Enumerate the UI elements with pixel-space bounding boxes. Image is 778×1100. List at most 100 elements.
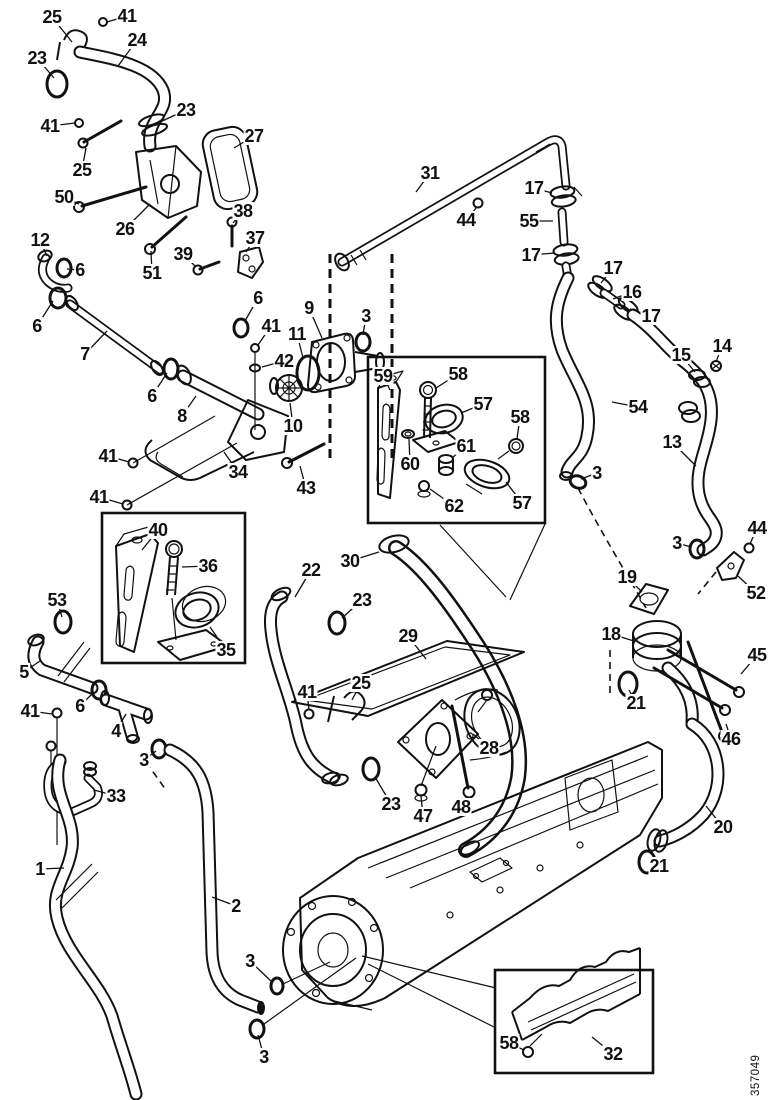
leader-line-23	[341, 599, 363, 619]
leader-line-57	[505, 481, 523, 504]
bracket-37-bolts	[192, 216, 264, 279]
leader-line-30	[349, 551, 380, 562]
leader-line-26	[124, 203, 151, 230]
leader-line-5	[23, 660, 41, 673]
leader-line-41	[98, 496, 124, 505]
leader-line-48	[460, 796, 469, 808]
leader-line-40	[141, 529, 159, 551]
clamp-detail-parts	[376, 370, 524, 499]
leader-line-3	[143, 750, 157, 761]
leader-line-39	[182, 253, 197, 268]
water-pump-assembly	[232, 317, 385, 469]
leader-line-16	[612, 291, 633, 300]
leader-line-23	[159, 109, 187, 123]
gasket-29	[291, 640, 525, 717]
leader-line-47	[420, 795, 424, 817]
leader-line-25	[351, 682, 362, 701]
leader-line-25	[51, 16, 73, 43]
leader-line-23	[374, 776, 392, 805]
dashed-locator-lines	[328, 254, 394, 462]
inset-box-shield-detail	[493, 968, 655, 1075]
leader-line-42	[261, 360, 285, 368]
leader-line-24	[117, 39, 138, 67]
leader-line-6	[36, 300, 54, 327]
leader-line-6	[66, 268, 81, 271]
leader-line-27	[233, 135, 255, 149]
leader-line-20	[705, 805, 724, 828]
hose-2	[163, 743, 285, 1040]
leader-line-21	[649, 857, 660, 867]
leader-line-34	[223, 451, 239, 473]
leader-line-43	[299, 465, 307, 489]
tube-31	[334, 135, 571, 272]
leader-line-38	[232, 210, 244, 224]
leader-line-11	[296, 333, 304, 359]
dashed-leaders	[145, 487, 717, 791]
leader-line-62	[429, 488, 455, 507]
leader-line-6	[151, 372, 168, 397]
leader-line-18	[610, 633, 635, 642]
leader-line-22	[294, 569, 312, 598]
leader-line-41	[29, 710, 53, 715]
leader-line-23	[36, 57, 55, 79]
leader-line-17	[629, 308, 652, 317]
leader-line-41	[49, 122, 76, 127]
lower-left-fittings	[27, 609, 168, 845]
hose-30	[378, 534, 527, 858]
leader-line-14	[715, 345, 723, 363]
leader-line-53	[56, 599, 63, 618]
leader-line-41	[306, 691, 310, 711]
tube-16-clamps	[587, 275, 639, 321]
leader-line-41	[107, 455, 130, 463]
leader-line-44	[465, 206, 478, 221]
leader-line-25	[81, 147, 87, 171]
leader-line-61	[451, 445, 467, 459]
leader-line-3	[362, 315, 367, 336]
leader-line-28	[472, 733, 490, 749]
leader-line-58	[435, 373, 459, 389]
leader-line-13	[671, 441, 697, 467]
leader-line-21	[628, 689, 637, 704]
leader-line-10	[289, 402, 294, 427]
leader-line-19	[626, 576, 643, 593]
leader-line-58	[516, 416, 521, 440]
leader-line-6	[244, 297, 259, 322]
leader-line-17	[533, 187, 553, 194]
leader-line-12	[39, 239, 48, 257]
leader-line-15	[680, 354, 696, 373]
housing-8-bracket-34	[121, 364, 289, 511]
leader-line-32	[591, 1036, 614, 1055]
leader-line-7	[84, 330, 108, 355]
leader-line-6	[79, 691, 95, 707]
leader-line-3	[580, 472, 598, 480]
inset-box-bracket-detail	[100, 511, 247, 665]
leader-line-58	[508, 1042, 525, 1051]
pipe-7-assembly	[37, 249, 180, 381]
cover-28-assembly	[303, 688, 521, 802]
leader-line-45	[740, 654, 758, 675]
leader-line-8	[181, 395, 197, 417]
hose-22	[264, 586, 381, 787]
elbow-casting-26	[73, 145, 202, 255]
leader-line-46	[725, 723, 732, 740]
leader-line-36	[181, 565, 209, 568]
leader-line-4	[115, 713, 127, 732]
leader-line-59	[382, 375, 391, 391]
hose-54	[549, 271, 595, 490]
leader-line-3	[676, 542, 692, 548]
leader-line-52	[737, 575, 757, 594]
leader-line-17	[600, 267, 614, 284]
leader-line-44	[749, 527, 758, 545]
leader-line-1	[39, 867, 65, 870]
leader-line-41	[257, 325, 272, 346]
leader-line-54	[611, 401, 639, 408]
leader-line-33	[93, 789, 117, 797]
leader-line-2	[211, 896, 237, 907]
leader-line-57	[460, 403, 484, 414]
leader-line-51	[150, 250, 153, 274]
hose-1	[49, 753, 143, 1100]
leader-line-17	[530, 252, 556, 256]
